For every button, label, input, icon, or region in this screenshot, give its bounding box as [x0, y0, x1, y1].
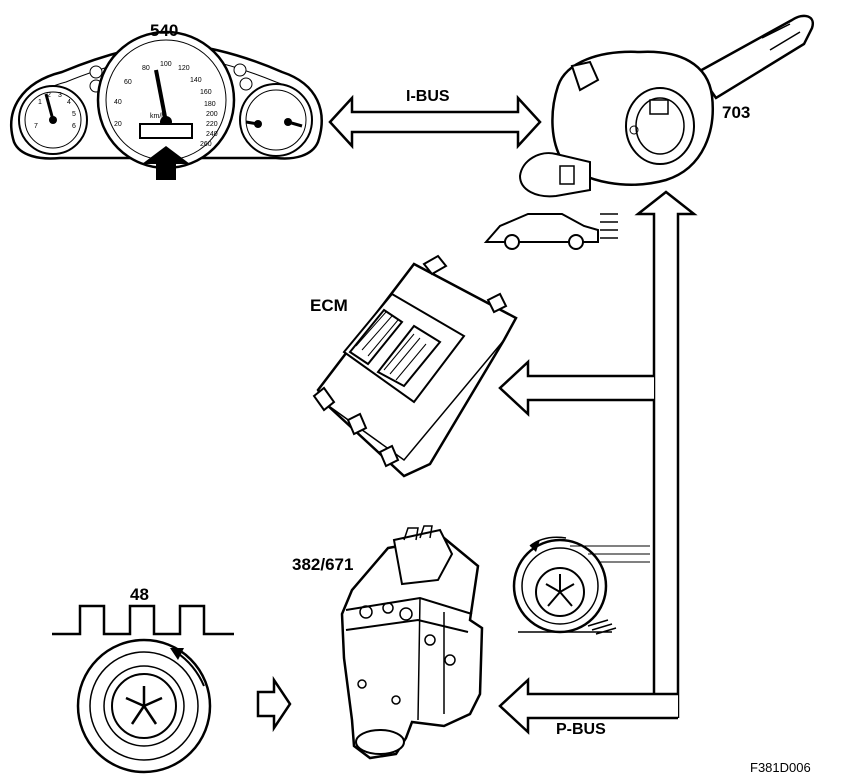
speed-tick-80: 80 [142, 65, 150, 72]
tach-tick-6: 6 [72, 123, 76, 130]
fuel-temp-gauge [239, 83, 313, 157]
odometer-display [139, 123, 193, 139]
tach-tick-7: 7 [34, 123, 38, 130]
tach-tick-4: 4 [67, 99, 71, 106]
pulse-signal-icon [52, 604, 234, 636]
i-bus-label: I-BUS [406, 88, 450, 105]
speed-tick-220: 220 [206, 121, 218, 128]
steering-wheel-module-label: 703 [722, 103, 750, 122]
p-bus-network [498, 190, 698, 735]
tach-tick-3: 3 [58, 92, 62, 99]
speed-tick-120: 120 [178, 65, 190, 72]
speed-tick-200: 200 [206, 111, 218, 118]
figure-id: F381D006 [750, 760, 811, 775]
speed-tick-160: 160 [200, 89, 212, 96]
speed-tick-100: 100 [160, 61, 172, 68]
wheel-sensor-label: 48 [130, 585, 149, 604]
indicator-lamp-icon [233, 63, 247, 77]
wheel-slip-icon [512, 536, 650, 635]
tach-tick-2: 2 [47, 92, 51, 99]
speed-unit-label: km/h [150, 113, 165, 120]
display-highlight-arrow-icon [142, 146, 190, 180]
instrument-cluster: 1 2 3 4 5 6 7 20 40 60 80 100 120 140 16… [10, 30, 323, 180]
indicator-lamp-icon [239, 77, 253, 91]
instrument-cluster-label: 540 [150, 21, 178, 40]
speed-tick-40: 40 [114, 99, 122, 106]
ecm-label: ECM [310, 296, 348, 315]
engine-control-module [312, 254, 518, 478]
i-bus-arrow [328, 94, 542, 150]
speed-tick-20: 20 [114, 121, 122, 128]
p-bus-label: P-BUS [556, 721, 606, 738]
speed-tick-260: 260 [200, 141, 212, 148]
tach-tick-5: 5 [72, 111, 76, 118]
steering-wheel-module [518, 14, 815, 198]
tachometer-gauge: 1 2 3 4 5 6 7 [18, 85, 88, 155]
speed-tick-60: 60 [124, 79, 132, 86]
speed-tick-180: 180 [204, 101, 216, 108]
vehicle-speed-icon [483, 213, 618, 250]
speed-tick-140: 140 [190, 77, 202, 84]
wheel-speed-sensor [52, 604, 234, 774]
sensor-to-abs-arrow [256, 675, 292, 733]
abs-module-label: 382/671 [292, 555, 353, 574]
speed-tick-240: 240 [206, 131, 218, 138]
abs-control-module [340, 525, 484, 760]
indicator-lamp-icon [89, 65, 103, 79]
tach-tick-1: 1 [38, 99, 42, 106]
